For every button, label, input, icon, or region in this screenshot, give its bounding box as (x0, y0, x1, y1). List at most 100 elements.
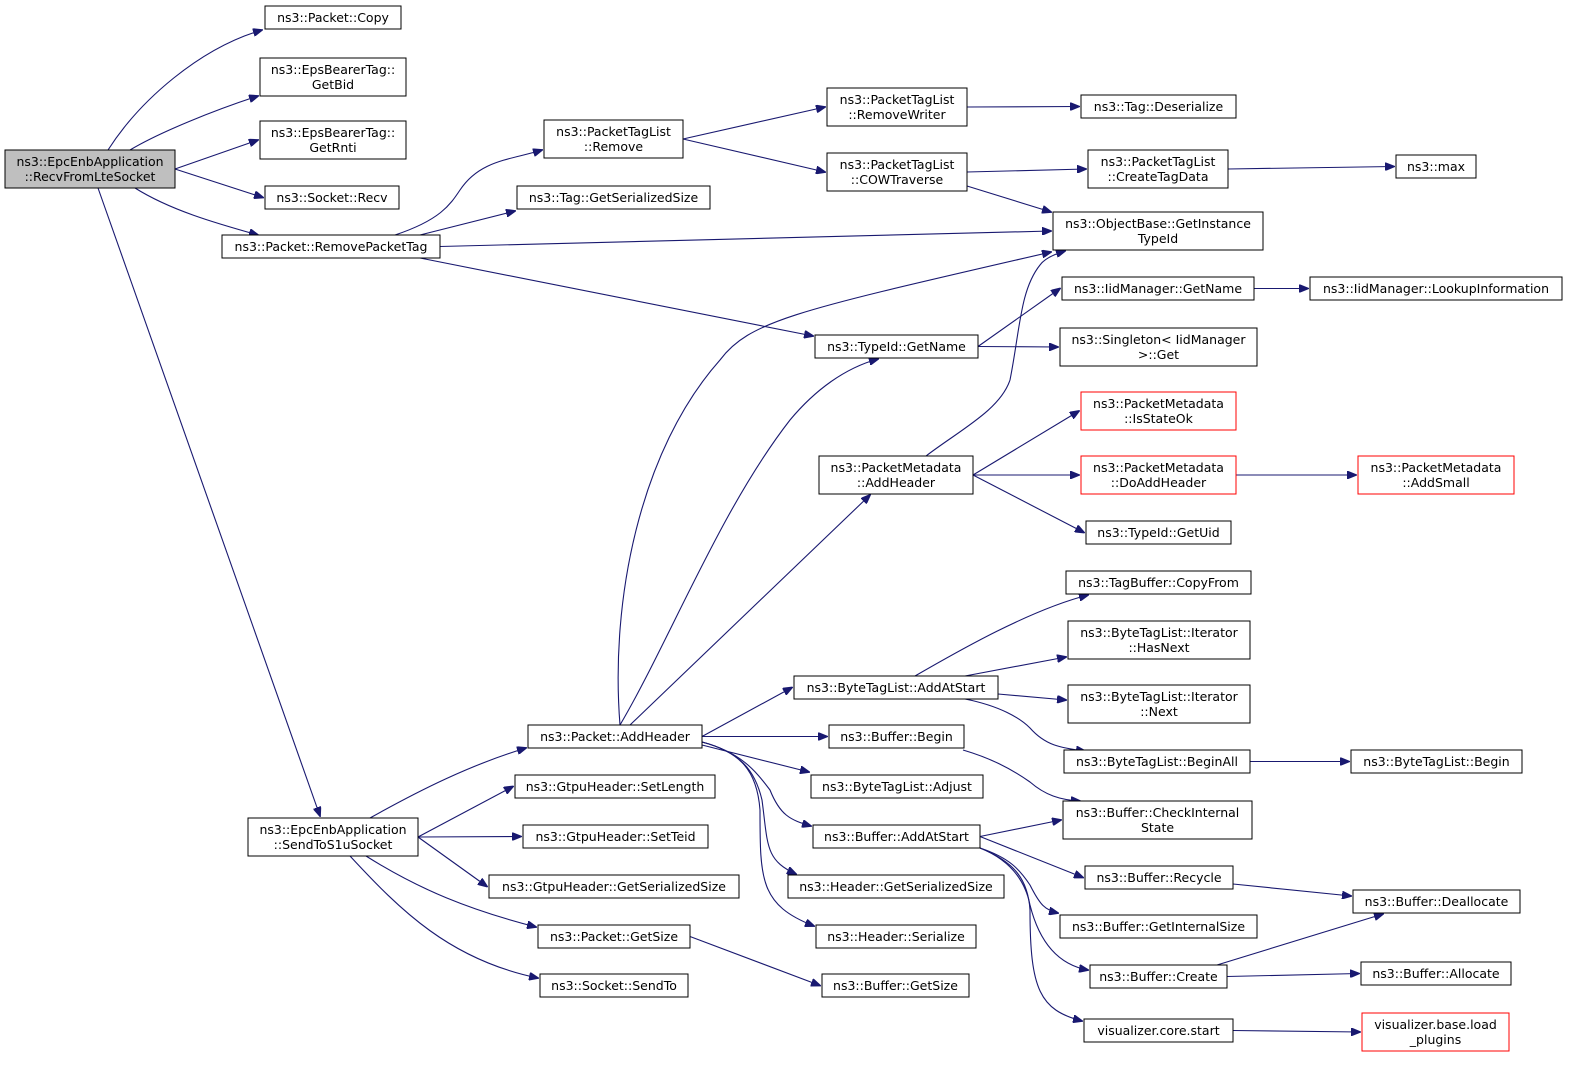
node-typeid-getname[interactable]: ns3::TypeId::GetName (814, 334, 979, 359)
edge-btl-addatstart-to-btl-iter-next (997, 693, 1066, 700)
node-socket-sendto[interactable]: ns3::Socket::SendTo (539, 973, 689, 998)
node-viz-core-start[interactable]: visualizer.core.start (1083, 1018, 1234, 1043)
node-packet-getsize[interactable]: ns3::Packet::GetSize (537, 924, 691, 949)
node-typeid-getuid[interactable]: ns3::TypeId::GetUid (1085, 520, 1232, 545)
node-box (259, 120, 407, 160)
node-label: ns3::Buffer::Recycle (1096, 870, 1221, 885)
edge-pm-addheader-to-pm-isstateok (972, 411, 1079, 476)
node-buffer-deallocate[interactable]: ns3::Buffer::Deallocate (1352, 889, 1521, 914)
edges-layer (97, 30, 1394, 1033)
node-label: ns3::Socket::Recv (276, 190, 388, 205)
node-label: ::SendToS1uSocket (274, 837, 393, 852)
node-box (264, 5, 402, 30)
edge-send-to-s1u-to-packet-addheader (369, 748, 526, 819)
node-label: ns3::IidManager::GetName (1074, 281, 1242, 296)
edge-buffer-addatstart-to-buffer-checkinternalstate (979, 820, 1061, 838)
node-btl-iter-next[interactable]: ns3::ByteTagList::Iterator::Next (1067, 684, 1251, 724)
node-pm-addheader[interactable]: ns3::PacketMetadata::AddHeader (818, 455, 974, 495)
node-send-to-s1u[interactable]: ns3::EpcEnbApplication::SendToS1uSocket (247, 817, 419, 857)
node-root[interactable]: ns3::EpcEnbApplication::RecvFromLteSocke… (4, 149, 176, 189)
node-ptl-removewriter[interactable]: ns3::PacketTagList::RemoveWriter (826, 87, 968, 127)
node-label: >::Get (1138, 347, 1179, 362)
node-epsbearer-getrnti[interactable]: ns3::EpsBearerTag::GetRnti (259, 120, 407, 160)
node-label: ns3::GtpuHeader::SetLength (526, 779, 705, 794)
node-pm-isstateok[interactable]: ns3::PacketMetadata::IsStateOk (1080, 391, 1237, 431)
node-box (1065, 570, 1252, 595)
node-label: ns3::Packet::RemovePacketTag (235, 239, 428, 254)
node-buffer-addatstart[interactable]: ns3::Buffer::AddAtStart (812, 824, 981, 849)
node-box (828, 724, 965, 749)
node-label: ns3::Buffer::GetSize (833, 978, 958, 993)
node-buffer-create[interactable]: ns3::Buffer::Create (1089, 964, 1228, 989)
node-box (1080, 455, 1237, 495)
node-buffer-allocate[interactable]: ns3::Buffer::Allocate (1360, 961, 1512, 986)
edge-send-to-s1u-to-gtpu-getserializedsize (417, 836, 487, 887)
node-header-getserializedsize[interactable]: ns3::Header::GetSerializedSize (787, 874, 1005, 899)
node-packet-removepackettag[interactable]: ns3::Packet::RemovePacketTag (221, 234, 441, 259)
node-gtpu-setteid[interactable]: ns3::GtpuHeader::SetTeid (522, 824, 709, 849)
node-btl-addatstart[interactable]: ns3::ByteTagList::AddAtStart (793, 675, 999, 700)
node-tagbuffer-copyfrom[interactable]: ns3::TagBuffer::CopyFrom (1065, 570, 1252, 595)
node-packet-addheader[interactable]: ns3::Packet::AddHeader (527, 724, 703, 749)
node-btl-begin[interactable]: ns3::ByteTagList::Begin (1350, 749, 1523, 774)
node-pm-doaddheader[interactable]: ns3::PacketMetadata::DoAddHeader (1080, 455, 1237, 495)
node-socket-recv[interactable]: ns3::Socket::Recv (264, 185, 400, 210)
node-box (259, 57, 407, 97)
node-box (516, 185, 711, 210)
node-box (810, 774, 984, 799)
node-box (221, 234, 441, 259)
node-box (826, 152, 968, 192)
node-buffer-getsize[interactable]: ns3::Buffer::GetSize (821, 973, 970, 998)
node-ns3-max[interactable]: ns3::max (1395, 154, 1477, 179)
node-box (1352, 889, 1521, 914)
node-buffer-getinternalsize[interactable]: ns3::Buffer::GetInternalSize (1059, 914, 1258, 939)
node-singleton-get[interactable]: ns3::Singleton< IidManager>::Get (1059, 327, 1258, 367)
node-label: ns3::Buffer::Deallocate (1365, 894, 1509, 909)
node-label: ::IsStateOk (1124, 411, 1194, 426)
node-label: ns3::Tag::GetSerializedSize (529, 190, 699, 205)
node-btl-adjust[interactable]: ns3::ByteTagList::Adjust (810, 774, 984, 799)
edge-packet-addheader-to-header-getserializedsize (701, 741, 796, 874)
node-header-serialize[interactable]: ns3::Header::Serialize (815, 924, 977, 949)
node-box (4, 149, 176, 189)
node-packet-copy[interactable]: ns3::Packet::Copy (264, 5, 402, 30)
edge-packet-addheader-to-pm-addheader (629, 495, 870, 726)
node-ptl-cowtraverse[interactable]: ns3::PacketTagList::COWTraverse (826, 152, 968, 192)
edge-root-to-epsbearer-getrnti (174, 140, 258, 170)
edge-send-to-s1u-to-socket-sendto (349, 855, 538, 978)
node-gtpu-setlength[interactable]: ns3::GtpuHeader::SetLength (514, 774, 716, 799)
node-ptl-createtagdata[interactable]: ns3::PacketTagList::CreateTagData (1087, 149, 1229, 189)
edge-btl-addatstart-to-btl-iter-hasnext (964, 657, 1066, 677)
node-ptl-remove[interactable]: ns3::PacketTagList::Remove (543, 119, 684, 159)
edge-btl-addatstart-to-btl-beginall (964, 698, 1085, 751)
node-pm-addsmall[interactable]: ns3::PacketMetadata::AddSmall (1357, 455, 1515, 495)
node-label: ns3::ByteTagList::Adjust (822, 779, 972, 794)
edge-viz-core-start-to-viz-base-loadplugins (1232, 1031, 1360, 1033)
node-buffer-recycle[interactable]: ns3::Buffer::Recycle (1084, 865, 1234, 890)
node-btl-iter-hasnext[interactable]: ns3::ByteTagList::Iterator::HasNext (1067, 620, 1251, 660)
node-gtpu-getserializedsize[interactable]: ns3::GtpuHeader::GetSerializedSize (488, 874, 740, 899)
node-iidmanager-getname[interactable]: ns3::IidManager::GetName (1061, 276, 1255, 301)
edge-packet-addheader-to-btl-adjust (701, 744, 809, 772)
node-epsbearer-getbid[interactable]: ns3::EpsBearerTag::GetBid (259, 57, 407, 97)
node-label: ::AddHeader (857, 475, 936, 490)
node-tag-getserializedsize[interactable]: ns3::Tag::GetSerializedSize (516, 185, 711, 210)
edge-root-to-send-to-s1u (97, 187, 320, 816)
node-box (1052, 211, 1264, 251)
node-label: ns3::PacketMetadata (1093, 460, 1224, 475)
node-box (1309, 276, 1563, 301)
edge-buffer-begin-to-buffer-checkinternalstate (962, 749, 1080, 801)
node-box (1080, 94, 1237, 119)
node-viz-base-loadplugins[interactable]: visualizer.base.load_plugins (1361, 1012, 1510, 1052)
node-label: ns3::GtpuHeader::SetTeid (535, 829, 695, 844)
edge-send-to-s1u-to-gtpu-setteid (417, 837, 521, 838)
node-buffer-begin[interactable]: ns3::Buffer::Begin (828, 724, 965, 749)
node-label: ns3::Packet::Copy (277, 10, 389, 25)
node-btl-beginall[interactable]: ns3::ByteTagList::BeginAll (1063, 749, 1251, 774)
node-label: ns3::PacketTagList (840, 157, 955, 172)
node-label: ::RemoveWriter (848, 107, 946, 122)
node-tag-deserialize[interactable]: ns3::Tag::Deserialize (1080, 94, 1237, 119)
node-iidmanager-lookupinformation[interactable]: ns3::IidManager::LookupInformation (1309, 276, 1563, 301)
